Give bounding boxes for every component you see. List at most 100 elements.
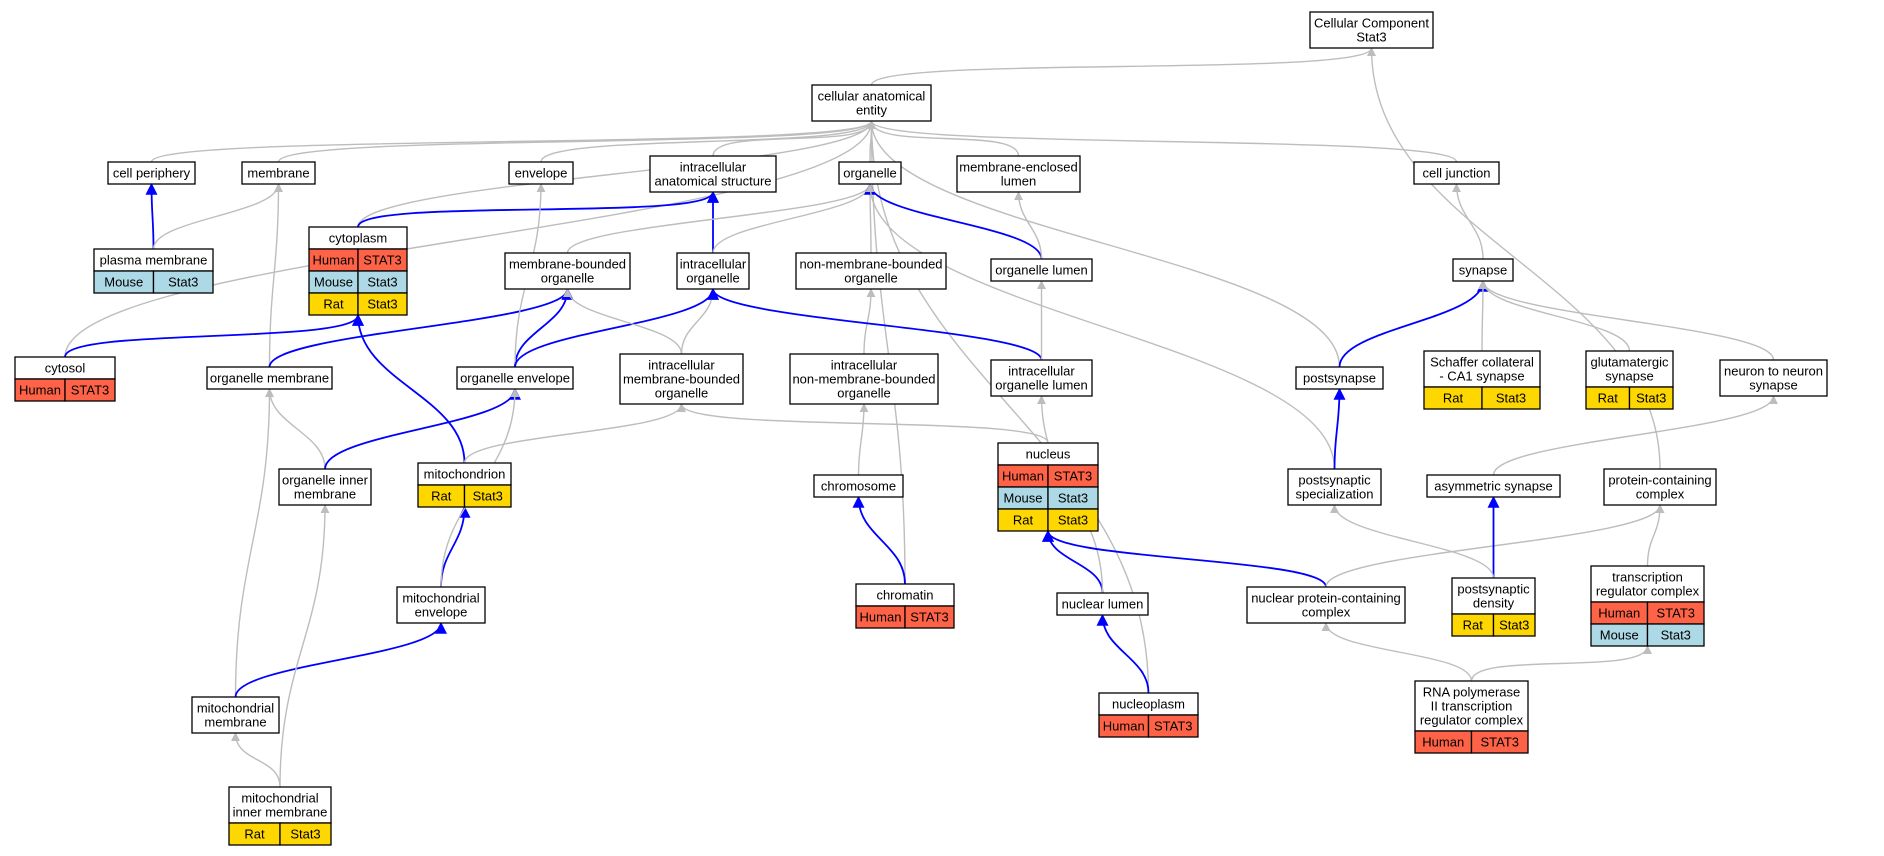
node-label-line: mitochondrial — [197, 701, 274, 716]
node-organelle-lumen[interactable]: organelle lumen — [990, 258, 1093, 282]
edge-layer — [64, 47, 1778, 788]
node-cell-periphery[interactable]: cell periphery — [107, 161, 196, 185]
gene-label: Stat3 — [1058, 513, 1088, 528]
node-box — [1719, 359, 1828, 397]
node-label-line: organelle membrane — [210, 371, 329, 386]
is-a-edge-cell-periphery-to-cae — [150, 120, 876, 163]
part-of-edge-cytosol-to-cytoplasm — [64, 313, 364, 358]
node-asymmetric[interactable]: asymmetric synapse — [1426, 474, 1561, 498]
is-a-edge-pss-to-organelle — [865, 183, 1336, 470]
node-membrane[interactable]: membrane — [241, 161, 316, 185]
gene-cell — [152, 270, 214, 294]
node-inmbo[interactable]: intracellularnon-membrane-boundedorganel… — [789, 353, 939, 405]
node-box — [278, 468, 372, 506]
node-organelle-membrane[interactable]: organelle membrane — [206, 366, 333, 390]
node-box — [795, 252, 947, 290]
node-label-line: neuron to neuron — [1724, 364, 1823, 379]
node-nuclear-lumen[interactable]: nuclear lumen — [1056, 592, 1149, 616]
node-box — [1590, 565, 1705, 603]
node-organelle-envelope[interactable]: organelle envelope — [456, 366, 574, 390]
gene-label: Stat3 — [168, 275, 198, 290]
node-postsynapse[interactable]: postsynapse — [1295, 366, 1384, 390]
is-a-edge-cytosol-to-cae — [64, 120, 876, 358]
node-label-line: postsynaptic — [1457, 582, 1530, 597]
node-box — [789, 353, 939, 405]
node-label-line: organelle — [686, 271, 740, 286]
node-label-line: non-membrane-bounded — [792, 372, 935, 387]
node-envelope[interactable]: envelope — [508, 161, 574, 185]
is-a-edge-mim-to-mito-mem — [231, 732, 281, 788]
gene-label: STAT3 — [363, 253, 402, 268]
gene-cell — [1628, 386, 1674, 410]
is-a-edge-inmbo-to-nmbo — [863, 288, 876, 355]
node-synapse[interactable]: synapse — [1452, 258, 1514, 282]
node-box — [1603, 468, 1717, 506]
species-label: Rat — [1598, 391, 1619, 406]
node-label-line: glutamatergic — [1590, 355, 1669, 370]
is-a-edge-mel-to-cae — [867, 120, 1020, 157]
is-a-edge-organelle-membrane-to-membrane — [268, 183, 283, 368]
node-box — [838, 161, 902, 185]
node-label-line: mitochondrion — [424, 467, 506, 482]
node-label-line: asymmetric synapse — [1434, 479, 1552, 494]
node-cell-junction[interactable]: cell junction — [1413, 161, 1500, 185]
species-label: Human — [19, 383, 61, 398]
node-label-line: organelle envelope — [460, 371, 570, 386]
is-a-edge-trc-to-pcc — [1646, 504, 1665, 567]
is-a-edge-schaffer-to-synapse — [1478, 280, 1488, 352]
node-box — [1056, 592, 1149, 616]
species-label: Human — [313, 253, 355, 268]
species-label: Rat — [323, 297, 344, 312]
node-label-line: nuclear lumen — [1062, 597, 1144, 612]
node-label-line: inner membrane — [233, 805, 328, 820]
part-of-edge-organelle-membrane-to-mbo — [268, 287, 574, 368]
node-organelle[interactable]: organelle — [838, 161, 902, 185]
node-box — [1414, 680, 1529, 732]
is-a-edge-envelope-to-cae — [540, 120, 876, 163]
node-label-line: organelle — [541, 271, 595, 286]
node-label-line: cell junction — [1423, 166, 1491, 181]
is-a-edge-rnapol-to-trc — [1470, 645, 1652, 682]
gene-cell — [1470, 730, 1529, 754]
is-a-edge-mito-mem-to-organelle-membrane — [234, 388, 274, 698]
gene-label: Stat3 — [290, 827, 320, 842]
node-box — [1451, 577, 1536, 615]
gene-label: STAT3 — [1480, 735, 1519, 750]
part-of-edge-oim-to-organelle-envelope — [324, 387, 521, 470]
node-chromosome[interactable]: chromosome — [813, 474, 904, 498]
gene-cell — [279, 822, 332, 846]
species-label: Human — [1422, 735, 1464, 750]
node-label-line: synapse — [1605, 369, 1653, 384]
node-box — [1426, 474, 1561, 498]
